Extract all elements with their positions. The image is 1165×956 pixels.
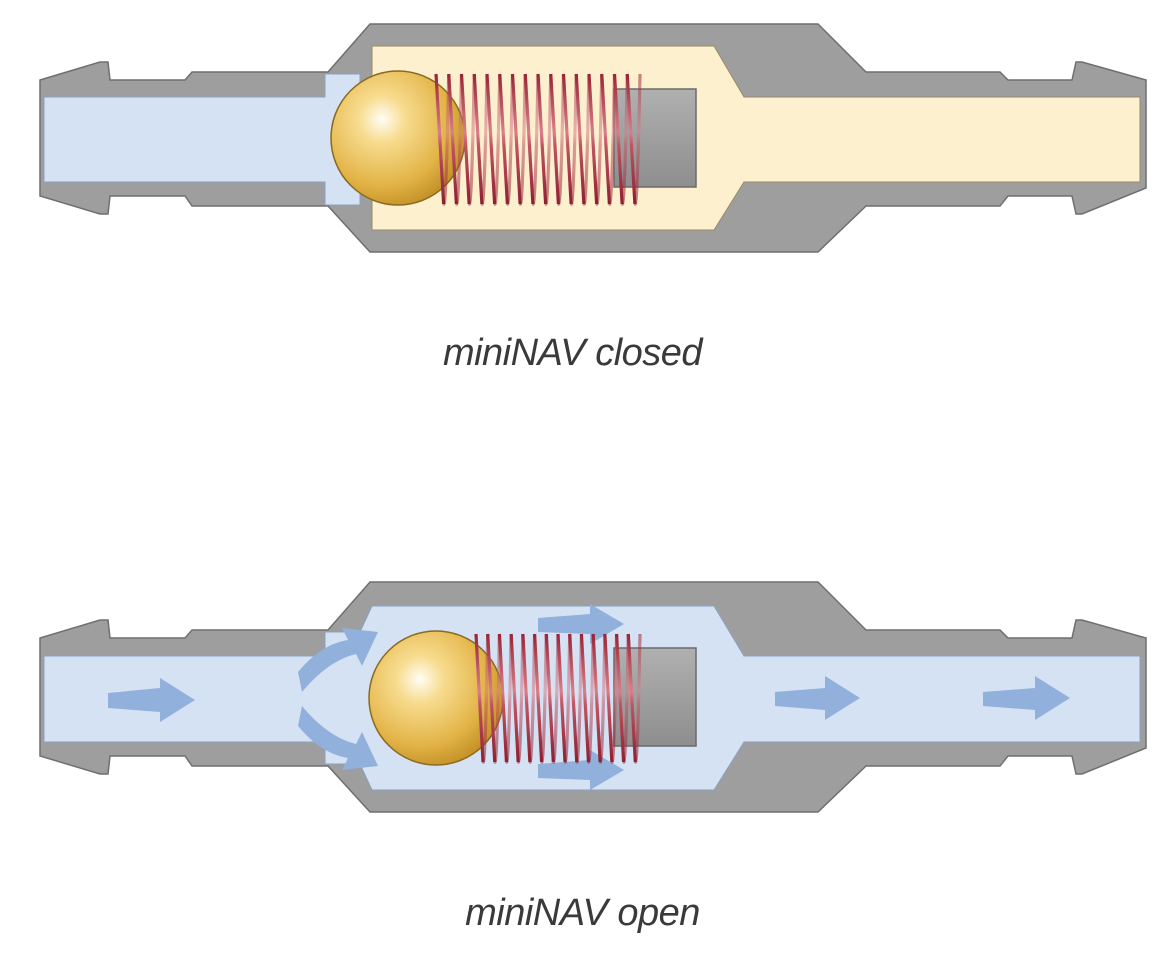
spring-coil	[561, 73, 573, 205]
inlet-channel	[43, 73, 361, 206]
spring-coil	[574, 73, 586, 205]
spring-coil	[434, 73, 446, 205]
caption-closed: miniNAV closed	[442, 332, 703, 374]
valve-open	[39, 581, 1147, 813]
flow-arrow-icon	[775, 676, 860, 720]
valve-closed	[39, 23, 1147, 253]
spring-icon	[474, 633, 642, 764]
spring-coil	[600, 73, 611, 205]
spring-coil	[536, 73, 548, 205]
caption-open: miniNAV open	[465, 892, 700, 934]
spring-coil	[485, 73, 497, 205]
spring-coil	[521, 633, 532, 763]
spring-coil	[549, 73, 560, 205]
spring-coil	[544, 633, 555, 763]
spring-coil	[472, 73, 484, 205]
spring-coil	[603, 633, 614, 763]
spring-coil	[625, 73, 637, 205]
spring-icon	[434, 73, 642, 206]
spring-coil	[510, 73, 522, 205]
spring-coil	[474, 633, 485, 763]
spring-coil	[459, 73, 471, 205]
spring-coil	[447, 73, 458, 205]
flow-arrow-icon	[108, 678, 195, 722]
spring-coil	[498, 73, 509, 205]
spring-coil	[568, 633, 579, 763]
spring-coil	[497, 633, 509, 763]
spring-coil	[532, 633, 544, 763]
spring-coil	[509, 633, 520, 763]
spring-coil	[614, 633, 626, 763]
spring-coil	[579, 633, 591, 763]
flow-arrow-icon	[298, 706, 378, 770]
spring-coil	[626, 633, 637, 763]
spring-coil	[587, 73, 599, 205]
spring-coil	[591, 633, 602, 763]
flow-arrow-icon	[983, 676, 1070, 720]
flow-arrow-icon	[298, 628, 378, 692]
spring-coil	[523, 73, 535, 205]
spring-coil	[556, 633, 567, 763]
flow-arrow-icon	[538, 604, 624, 644]
spring-coil	[612, 73, 624, 205]
spring-coil	[486, 633, 497, 763]
stop-block	[613, 88, 697, 188]
